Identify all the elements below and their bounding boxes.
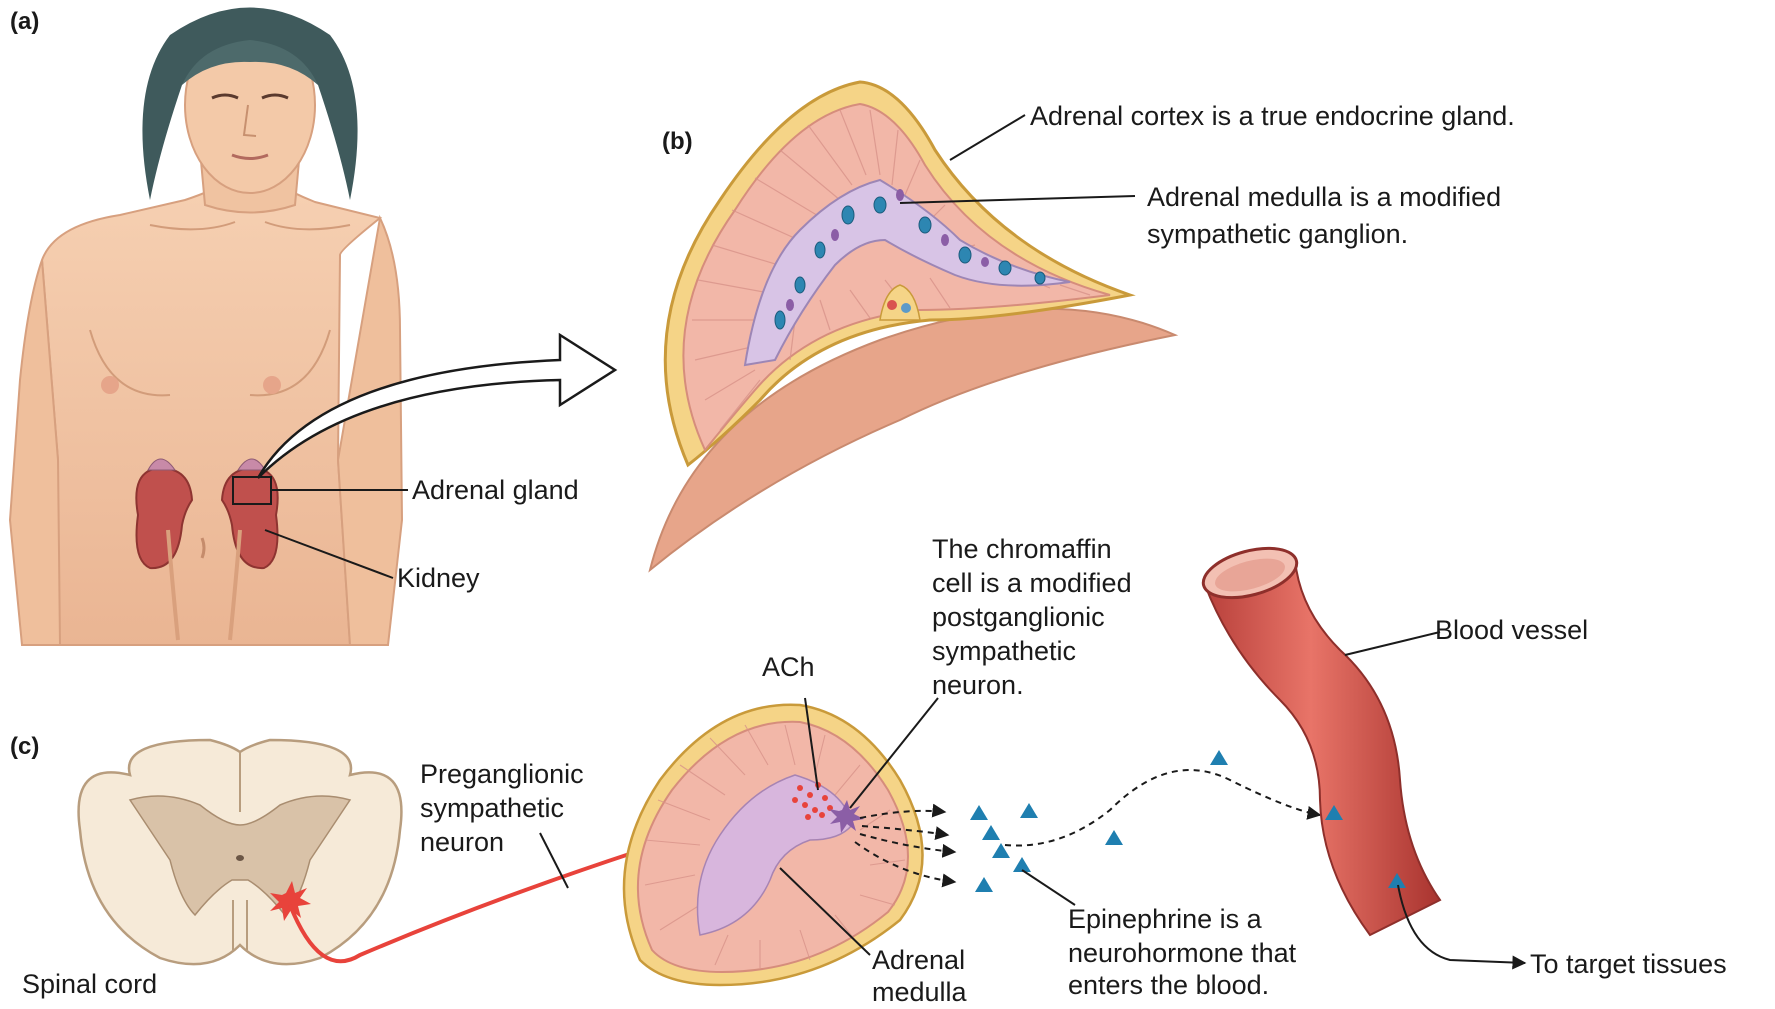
kidney-label: Kidney [397, 561, 480, 595]
epinephrine-label-line1: Epinephrine is a [1068, 902, 1262, 936]
chromaffin-label-line1: The chromaffin [932, 532, 1112, 566]
woman-figure [10, 8, 402, 646]
blood-vessel-label: Blood vessel [1435, 613, 1588, 647]
chromaffin-label-line3: postganglionic [932, 600, 1105, 634]
preganglionic-label-line2: sympathetic [420, 791, 564, 825]
panel-label-c: (c) [10, 733, 39, 761]
adrenal-gland-label: Adrenal gland [412, 473, 579, 507]
panel-label-a: (a) [10, 8, 39, 36]
adrenal-medulla-ganglion-label-line2: sympathetic ganglion. [1147, 217, 1408, 251]
adrenal-section-b [650, 82, 1175, 570]
chromaffin-label-line2: cell is a modified [932, 566, 1132, 600]
ach-label: ACh [762, 650, 815, 684]
preganglionic-label-line1: Preganglionic [420, 757, 584, 791]
epinephrine-label-line2: neurohormone that [1068, 936, 1296, 970]
chromaffin-label-line4: sympathetic [932, 634, 1076, 668]
adrenal-medulla-ganglion-label-line1: Adrenal medulla is a modified [1147, 180, 1501, 214]
blood-vessel [1198, 539, 1440, 935]
adrenal-medulla-label-line1: Adrenal [872, 943, 965, 977]
adrenal-cortex-label: Adrenal cortex is a true endocrine gland… [1030, 99, 1515, 133]
preganglionic-label-line3: neuron [420, 825, 504, 859]
spinal-cord-label: Spinal cord [22, 967, 157, 1001]
target-tissues-label: To target tissues [1530, 947, 1727, 981]
epinephrine-label-line3: enters the blood. [1068, 968, 1269, 1002]
chromaffin-label-line5: neuron. [932, 668, 1024, 702]
panel-label-b: (b) [662, 128, 693, 156]
spinal-cord [79, 740, 402, 964]
